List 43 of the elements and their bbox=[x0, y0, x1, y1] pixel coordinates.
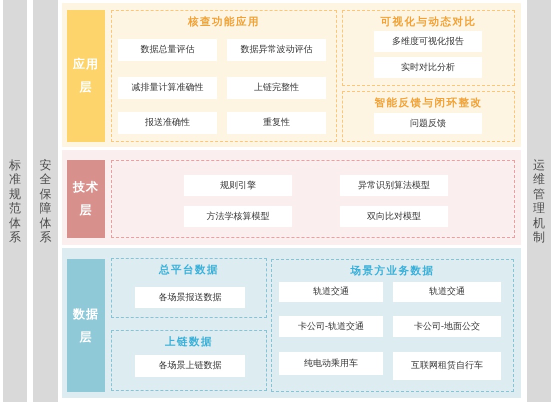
module-box: 双向比对模型 bbox=[340, 206, 448, 227]
module-box: 重复性 bbox=[227, 112, 326, 134]
dashed-group bbox=[111, 258, 267, 318]
dashed-group bbox=[111, 10, 337, 142]
layer-label: 技术层 bbox=[67, 160, 105, 238]
layer-panel bbox=[62, 248, 521, 398]
module-box: 方法学核算模型 bbox=[184, 206, 292, 227]
module-box: 轨道交通 bbox=[393, 282, 501, 302]
module-box: 各场景报送数据 bbox=[135, 287, 245, 308]
module-box: 轨道交通 bbox=[279, 282, 383, 302]
dashed-group bbox=[111, 160, 515, 238]
layer-label: 应用层 bbox=[67, 10, 105, 142]
module-box: 多维度可视化报告 bbox=[374, 31, 482, 52]
module-box: 各场景上链数据 bbox=[135, 355, 245, 377]
group-title: 智能反馈与闭环整改 bbox=[374, 96, 482, 110]
group-title: 总平台数据 bbox=[159, 263, 219, 277]
side-bar: 安全保障体系 bbox=[33, 0, 58, 402]
module-box: 数据异常波动评估 bbox=[227, 39, 326, 61]
module-box: 减排量计算准确性 bbox=[118, 77, 217, 99]
side-bar: 标准规范体系 bbox=[3, 0, 27, 402]
group-title: 核查功能应用 bbox=[188, 15, 260, 29]
group-title: 场景方业务数据 bbox=[350, 264, 434, 278]
module-box: 互联网租赁自行车 bbox=[393, 352, 501, 380]
layer-panel bbox=[62, 150, 521, 245]
dashed-group bbox=[271, 259, 514, 392]
module-box: 规则引擎 bbox=[184, 175, 292, 196]
module-box: 纯电动乘用车 bbox=[279, 352, 383, 375]
dashed-group bbox=[111, 330, 267, 391]
module-box: 实时对比分析 bbox=[374, 57, 482, 78]
module-box: 卡公司-轨道交通 bbox=[279, 316, 383, 337]
module-box: 问题反馈 bbox=[374, 113, 482, 134]
module-box: 上链完整性 bbox=[227, 77, 326, 99]
module-box: 卡公司-地面公交 bbox=[393, 316, 501, 337]
module-box: 异常识别算法模型 bbox=[340, 175, 448, 196]
module-box: 数据总量评估 bbox=[118, 39, 217, 61]
group-title: 上链数据 bbox=[165, 335, 213, 349]
side-bar: 运维管理机制 bbox=[527, 0, 551, 402]
group-title: 可视化与动态对比 bbox=[380, 15, 476, 29]
module-box: 报送准确性 bbox=[118, 112, 217, 134]
dashed-group bbox=[342, 10, 515, 86]
layer-label: 数据层 bbox=[67, 259, 105, 392]
layer-panel bbox=[62, 3, 521, 147]
dashed-group bbox=[342, 91, 515, 142]
